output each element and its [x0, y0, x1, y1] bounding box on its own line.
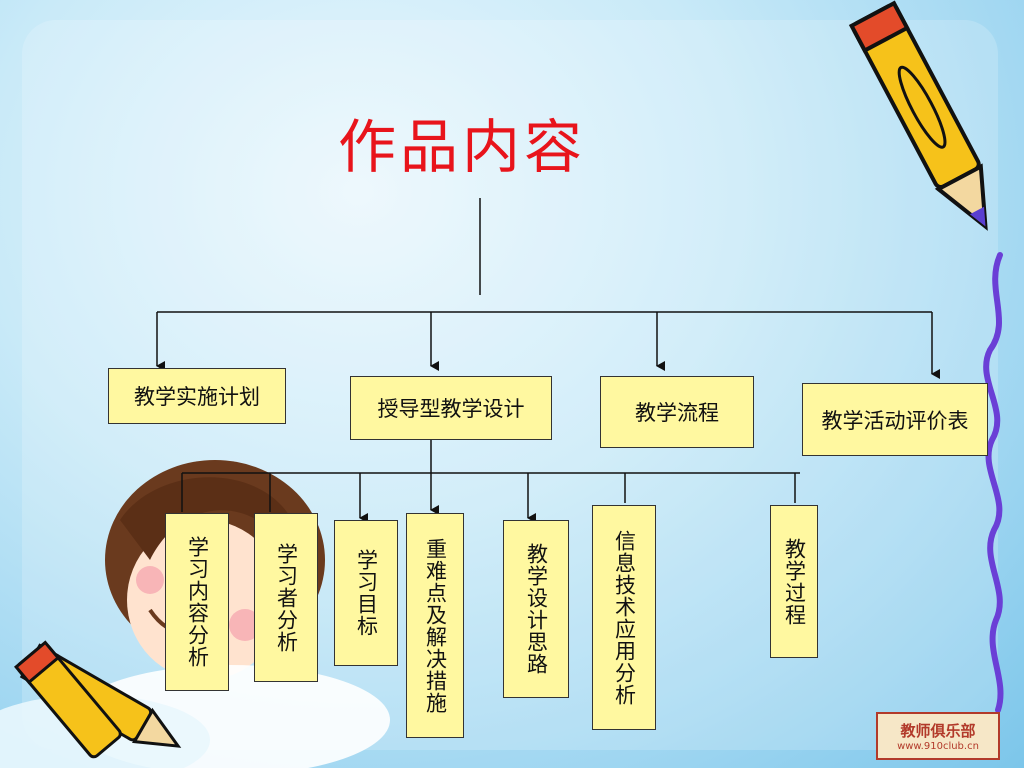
squiggle-line — [983, 252, 1004, 713]
club-logo: 教师俱乐部 www.910club.cn — [876, 712, 1000, 760]
node-content-analysis: 学习内容分析 — [165, 513, 229, 691]
diagram-title: 作品内容 — [338, 113, 587, 181]
node-activity-evaluation: 教学活动评价表 — [802, 383, 988, 456]
node-teaching-plan: 教学实施计划 — [108, 368, 286, 424]
logo-name: 教师俱乐部 — [900, 722, 976, 740]
pencil-icon — [13, 640, 122, 759]
node-teaching-process: 教学过程 — [770, 505, 818, 658]
node-design-ideas: 教学设计思路 — [503, 520, 569, 698]
node-key-points: 重难点及解决措施 — [406, 513, 464, 738]
node-learner-analysis: 学习者分析 — [254, 513, 318, 682]
node-teaching-flow: 教学流程 — [600, 376, 754, 448]
logo-url: www.910club.cn — [897, 741, 979, 752]
node-instructional-design: 授导型教学设计 — [350, 376, 552, 440]
node-it-application: 信息技术应用分析 — [592, 505, 656, 730]
node-learning-goals: 学习目标 — [334, 520, 398, 666]
pencil-icon — [848, 0, 988, 231]
